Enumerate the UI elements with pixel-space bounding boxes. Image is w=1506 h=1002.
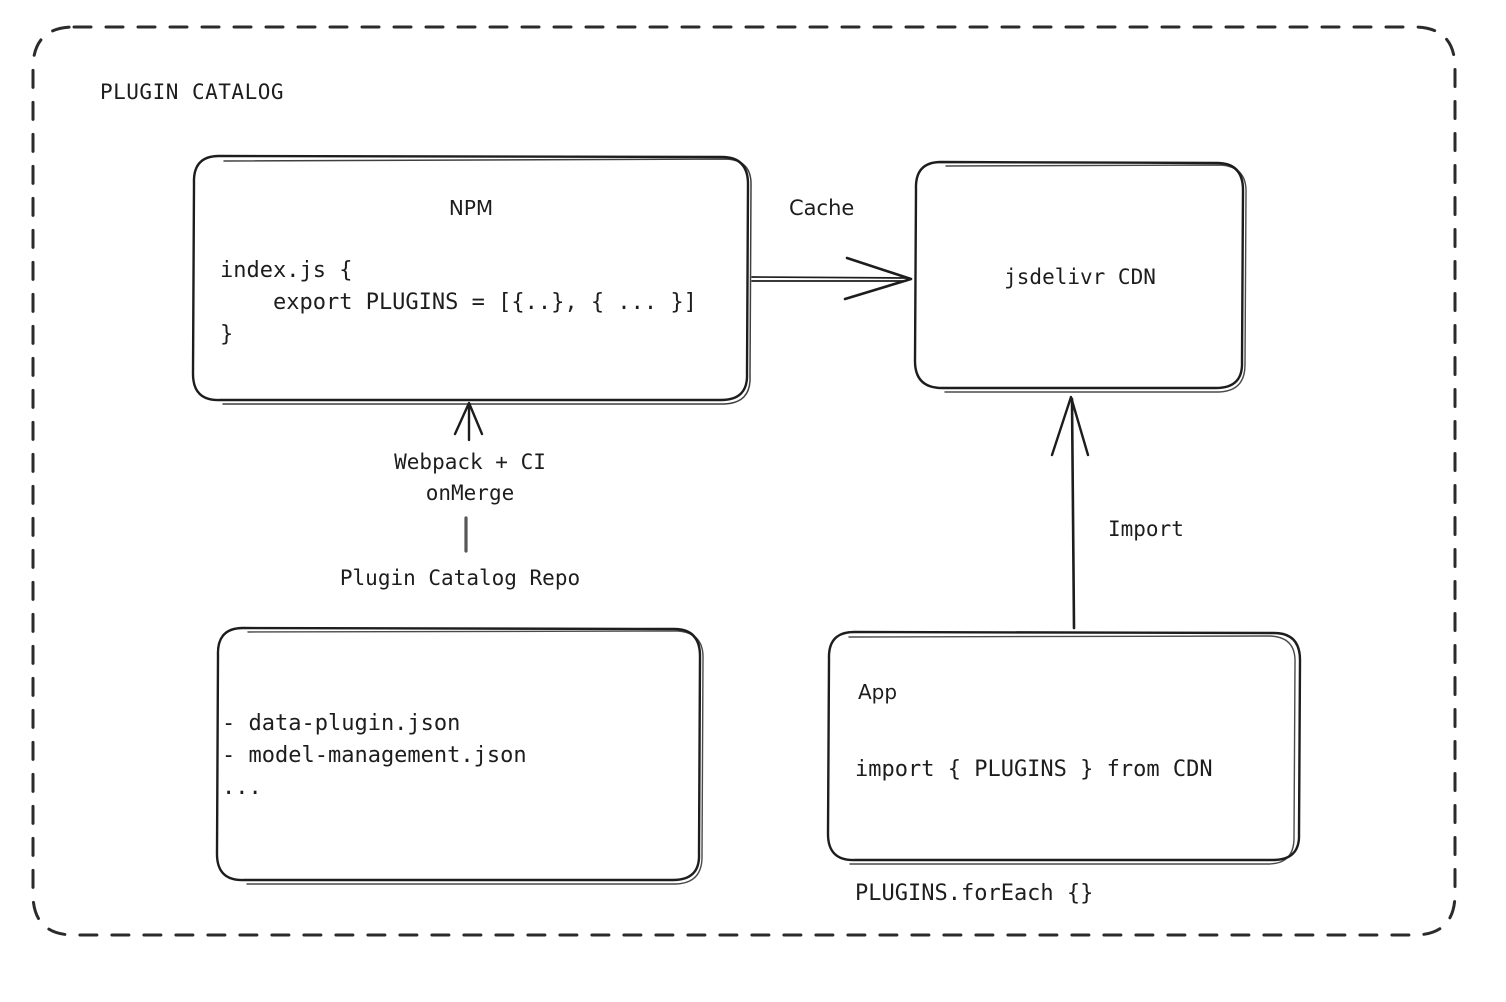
build-edge-label: Webpack + CI onMerge bbox=[394, 450, 546, 505]
repo-file-list: - data-plugin.json - model-management.js… bbox=[222, 711, 527, 800]
import-arrow bbox=[1050, 395, 1090, 630]
page-title: PLUGIN CATALOG bbox=[100, 80, 285, 104]
cdn-node-title: jsdelivr CDN bbox=[1004, 265, 1156, 289]
cache-arrow bbox=[751, 256, 913, 301]
cache-edge-label: Cache bbox=[789, 196, 855, 220]
app-code-block: import { PLUGINS } from CDN PLUGINS.forE… bbox=[855, 757, 1213, 906]
app-node-title: App bbox=[858, 680, 898, 704]
npm-node-title: NPM bbox=[448, 196, 494, 220]
repo-node-caption: Plugin Catalog Repo bbox=[339, 566, 581, 590]
import-edge-label: Import bbox=[1108, 517, 1184, 541]
npm-code-block: index.js { export PLUGINS = [{..}, { ...… bbox=[220, 258, 697, 347]
